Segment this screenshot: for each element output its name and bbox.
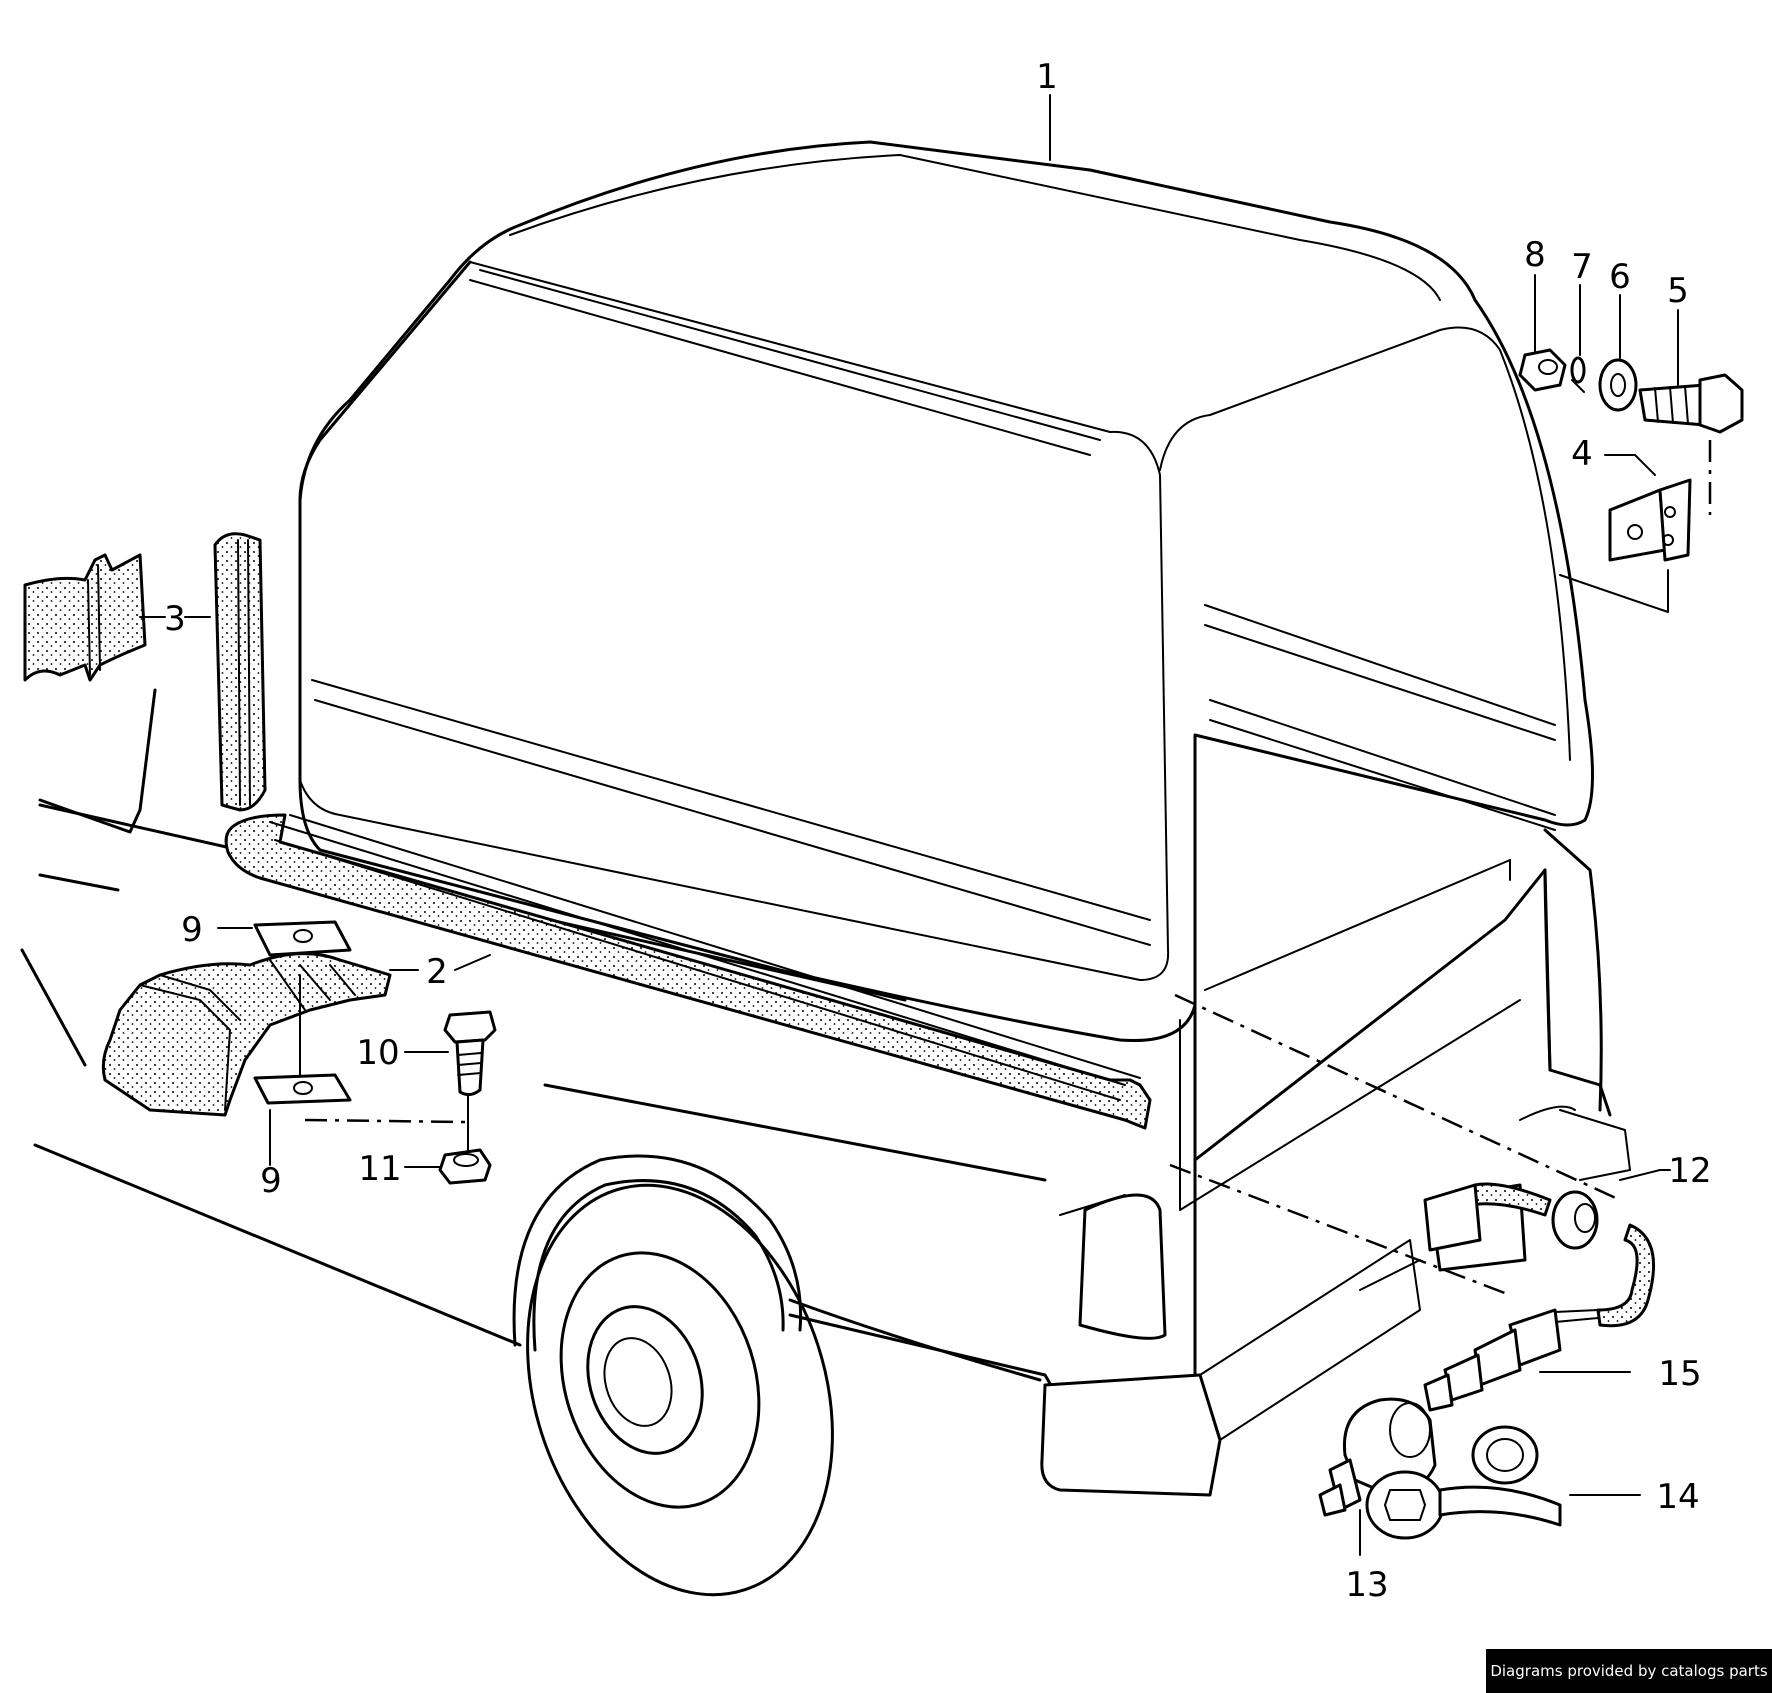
callout-7: 7	[1571, 247, 1593, 287]
callout-1: 1	[1036, 57, 1058, 97]
callout-labels: 1 2 3 4 5 6 7 8 9 9 10 11 12 13 14 15	[164, 57, 1711, 1605]
vertical-seal-strip	[213, 532, 267, 812]
seal-profile-detail	[23, 553, 157, 834]
bracket-fasteners	[1518, 348, 1744, 613]
callout-9-lower: 9	[260, 1161, 282, 1201]
callout-8: 8	[1524, 235, 1546, 275]
callout-13: 13	[1345, 1565, 1388, 1605]
callout-15: 15	[1658, 1354, 1701, 1394]
callout-5: 5	[1667, 271, 1689, 311]
callout-2: 2	[426, 952, 448, 992]
callout-10: 10	[356, 1033, 399, 1073]
pickup-truck-body	[20, 140, 1631, 1597]
mounting-clamp	[101, 920, 497, 1185]
callout-9-upper: 9	[181, 910, 203, 950]
callout-11: 11	[358, 1149, 401, 1189]
callout-4: 4	[1571, 434, 1593, 474]
side-seal-strip	[224, 813, 1152, 1130]
callout-14: 14	[1656, 1477, 1699, 1517]
callout-3: 3	[164, 599, 186, 639]
trailer-socket-assembly	[1169, 993, 1656, 1556]
hardtop-canopy	[298, 140, 1594, 1043]
callout-6: 6	[1609, 257, 1631, 297]
credit-banner: Diagrams provided by catalogs parts	[1486, 1649, 1772, 1693]
leader-lines	[139, 94, 1679, 1496]
callout-12: 12	[1668, 1151, 1711, 1191]
